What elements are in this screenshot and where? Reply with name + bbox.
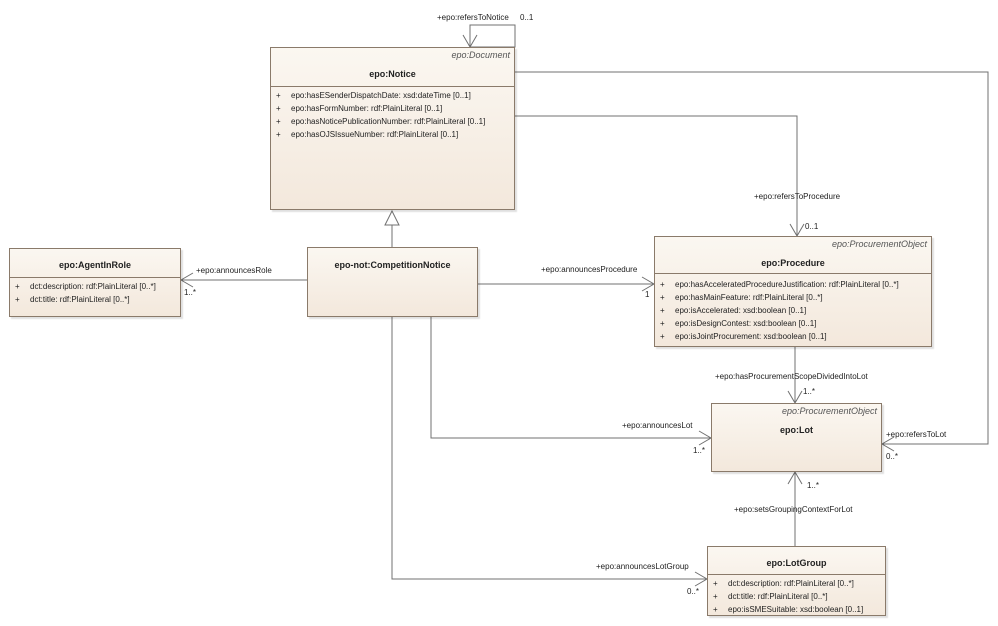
attribute-text: epo:isJointProcurement: xsd:boolean [0..… bbox=[675, 332, 827, 341]
stereotype-label: epo:ProcurementObject bbox=[781, 406, 877, 416]
multiplicity-refers-to-procedure: 0..1 bbox=[805, 222, 819, 231]
role-label-announces-procedure: +epo:announcesProcedure bbox=[541, 265, 638, 274]
attribute-row: + epo:hasAcceleratedProcedureJustificatio… bbox=[655, 278, 931, 291]
attribute-row: + epo:hasMainFeature: rdf:PlainLiteral [0… bbox=[655, 291, 931, 304]
visibility-marker: + bbox=[660, 306, 665, 315]
multiplicity-sets-grouping-context: 1..* bbox=[807, 481, 820, 490]
attribute-text: epo:hasESenderDispatchDate: xsd:dateTime… bbox=[291, 91, 471, 100]
attribute-text: epo:hasOJSIssueNumber: rdf:PlainLiteral … bbox=[291, 130, 459, 139]
class-name: epo:Procedure bbox=[761, 258, 825, 268]
class-procedure[interactable]: epo:ProcurementObject epo:Procedure + epo… bbox=[654, 236, 932, 347]
role-label-announces-role: +epo:announcesRole bbox=[196, 266, 272, 275]
role-label-refers-to-lot: +epo:refersToLot bbox=[886, 430, 947, 439]
role-label-has-procurement-scope: +epo:hasProcurementScopeDividedIntoLot bbox=[715, 372, 868, 381]
class-lot[interactable]: epo:ProcurementObject epo:Lot bbox=[711, 403, 882, 472]
edge-announces-lot-group bbox=[391, 317, 707, 580]
visibility-marker: + bbox=[660, 319, 665, 328]
attribute-text: epo:isDesignContest: xsd:boolean [0..1] bbox=[675, 319, 817, 328]
role-label-refers-to-notice: +epo:refersToNotice bbox=[437, 13, 509, 22]
multiplicity-announces-lot: 1..* bbox=[693, 446, 706, 455]
attribute-row: + epo:hasOJSIssueNumber: rdf:PlainLiteral… bbox=[271, 128, 514, 141]
visibility-marker: + bbox=[660, 332, 665, 341]
attribute-text: epo:hasAcceleratedProcedureJustification… bbox=[675, 280, 899, 289]
class-name: epo:Lot bbox=[780, 425, 813, 435]
attribute-text: epo:hasFormNumber: rdf:PlainLiteral [0..… bbox=[291, 104, 443, 113]
multiplicity-has-procurement-scope: 1..* bbox=[803, 387, 816, 396]
role-label-announces-lot-group: +epo:announcesLotGroup bbox=[596, 562, 689, 571]
role-label-sets-grouping-context: +epo:setsGroupingContextForLot bbox=[734, 505, 853, 514]
visibility-marker: + bbox=[15, 282, 20, 291]
edge-refers-to-lot bbox=[515, 71, 989, 445]
class-name: epo:LotGroup bbox=[766, 558, 827, 568]
visibility-marker: + bbox=[660, 293, 665, 302]
visibility-marker: + bbox=[276, 104, 281, 113]
attribute-row: + dct:title: rdf:PlainLiteral [0..*] bbox=[708, 590, 885, 603]
attribute-text: dct:title: rdf:PlainLiteral [0..*] bbox=[728, 592, 828, 601]
edge-refers-to-procedure bbox=[515, 115, 798, 236]
attribute-text: dct:description: rdf:PlainLiteral [0..*] bbox=[728, 579, 854, 588]
multiplicity-announces-role: 1..* bbox=[184, 288, 197, 297]
visibility-marker: + bbox=[15, 295, 20, 304]
arrowhead-announces-role bbox=[180, 272, 194, 288]
compartment-divider bbox=[10, 277, 180, 278]
multiplicity-announces-lot-group: 0..* bbox=[687, 587, 700, 596]
attribute-list: + dct:description: rdf:PlainLiteral [0..*… bbox=[708, 577, 885, 616]
attribute-row: + dct:description: rdf:PlainLiteral [0..*… bbox=[708, 577, 885, 590]
attribute-row: + dct:title: rdf:PlainLiteral [0..*] bbox=[10, 293, 180, 306]
visibility-marker: + bbox=[276, 117, 281, 126]
class-name: epo:AgentInRole bbox=[59, 260, 131, 270]
class-name: epo-not:CompetitionNotice bbox=[334, 260, 451, 270]
attribute-row: + dct:description: rdf:PlainLiteral [0..*… bbox=[10, 280, 180, 293]
class-agent-in-role[interactable]: epo:AgentInRole + dct:description: rdf:Pl… bbox=[9, 248, 181, 317]
attribute-list: + epo:hasAcceleratedProcedureJustificatio… bbox=[655, 278, 931, 343]
class-competition-notice[interactable]: epo-not:CompetitionNotice bbox=[307, 247, 478, 317]
role-label-refers-to-procedure: +epo:refersToProcedure bbox=[754, 192, 841, 201]
attribute-list: + epo:hasESenderDispatchDate: xsd:dateTim… bbox=[271, 89, 514, 141]
attribute-row: + epo:hasNoticePublicationNumber: rdf:Pla… bbox=[271, 115, 514, 128]
attribute-row: + epo:isJointProcurement: xsd:boolean [0.… bbox=[655, 330, 931, 343]
visibility-marker: + bbox=[713, 605, 718, 614]
attribute-list: + dct:description: rdf:PlainLiteral [0..*… bbox=[10, 280, 180, 306]
attribute-text: epo:hasNoticePublicationNumber: rdf:Plai… bbox=[291, 117, 486, 126]
attribute-row: + epo:hasESenderDispatchDate: xsd:dateTim… bbox=[271, 89, 514, 102]
attribute-text: epo:isSMESuitable: xsd:boolean [0..1] bbox=[728, 605, 864, 614]
visibility-marker: + bbox=[713, 592, 718, 601]
attribute-text: dct:title: rdf:PlainLiteral [0..*] bbox=[30, 295, 130, 304]
visibility-marker: + bbox=[276, 130, 281, 139]
visibility-marker: + bbox=[660, 280, 665, 289]
class-lot-group[interactable]: epo:LotGroup + dct:description: rdf:Plain… bbox=[707, 546, 886, 616]
edge-announces-lot bbox=[430, 317, 711, 439]
arrowhead-refers-to-lot bbox=[881, 436, 895, 452]
attribute-text: epo:isAccelerated: xsd:boolean [0..1] bbox=[675, 306, 807, 315]
multiplicity-refers-to-notice: 0..1 bbox=[520, 13, 534, 22]
generalization-triangle bbox=[384, 209, 400, 226]
attribute-row: + epo:isSMESuitable: xsd:boolean [0..1] bbox=[708, 603, 885, 616]
multiplicity-announces-procedure: 1 bbox=[645, 290, 650, 299]
role-label-announces-lot: +epo:announcesLot bbox=[622, 421, 693, 430]
stereotype-label: epo:Document bbox=[451, 50, 510, 60]
visibility-marker: + bbox=[713, 579, 718, 588]
multiplicity-refers-to-lot: 0..* bbox=[886, 452, 899, 461]
attribute-row: + epo:isDesignContest: xsd:boolean [0..1] bbox=[655, 317, 931, 330]
attribute-row: + epo:isAccelerated: xsd:boolean [0..1] bbox=[655, 304, 931, 317]
class-notice[interactable]: epo:Document epo:Notice + epo:hasESenderD… bbox=[270, 47, 515, 210]
compartment-divider bbox=[708, 574, 885, 575]
stereotype-label: epo:ProcurementObject bbox=[831, 239, 927, 249]
attribute-row: + epo:hasFormNumber: rdf:PlainLiteral [0.… bbox=[271, 102, 514, 115]
visibility-marker: + bbox=[276, 91, 281, 100]
compartment-divider bbox=[655, 273, 931, 274]
attribute-text: dct:description: rdf:PlainLiteral [0..*] bbox=[30, 282, 156, 291]
arrowhead-sets-grouping-context bbox=[787, 471, 803, 485]
class-name: epo:Notice bbox=[369, 69, 416, 79]
compartment-divider bbox=[271, 86, 514, 87]
attribute-text: epo:hasMainFeature: rdf:PlainLiteral [0.… bbox=[675, 293, 823, 302]
